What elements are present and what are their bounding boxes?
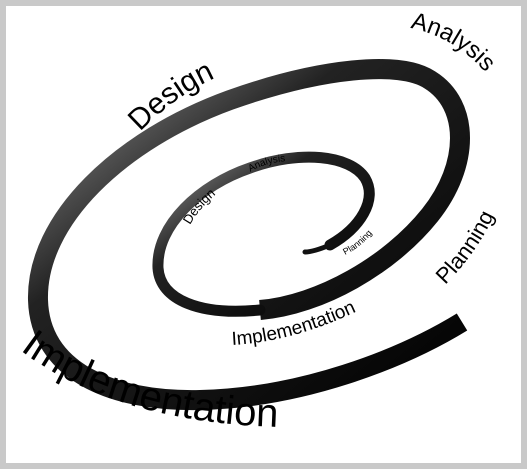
spiral-middle-arm [152,151,375,317]
label-outer-planning: Planning [431,206,499,288]
spiral-band [27,59,470,411]
spiral-outer-arm [27,59,470,411]
spiral-diagram: Design Analysis Planning Implementation … [15,7,501,435]
label-inner-analysis: Analysis [246,153,285,174]
spiral-inner-tail [302,242,333,255]
